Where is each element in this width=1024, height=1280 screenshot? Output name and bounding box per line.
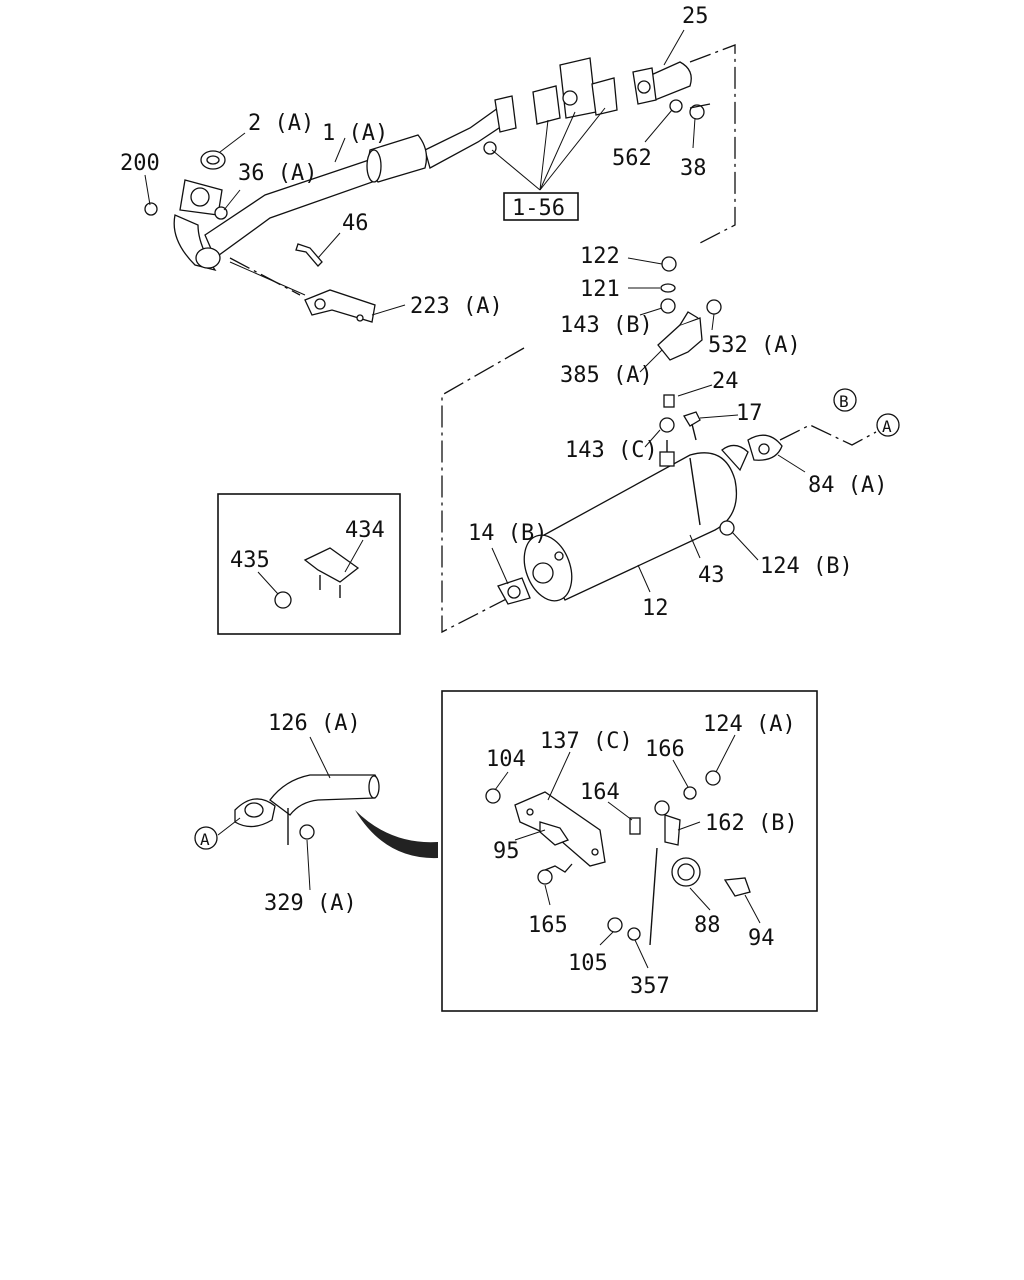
leader-lines-bottom-left: [217, 736, 331, 891]
label-329a: 329 (A): [264, 891, 357, 916]
label-166: 166: [645, 737, 685, 762]
label-17: 17: [736, 401, 763, 426]
leader-lines-muffler: [491, 257, 806, 593]
label-435: 435: [230, 548, 270, 573]
label-105: 105: [568, 951, 608, 976]
label-104: 104: [486, 747, 526, 772]
callout-a-circle-bottom: [194, 826, 218, 850]
label-122: 122: [580, 244, 620, 269]
label-143c: 143 (C): [565, 438, 658, 463]
reference-callouts: [194, 192, 900, 850]
label-callout-b: B: [839, 392, 849, 411]
front-exhaust-pipe: [144, 57, 705, 323]
label-200: 200: [120, 151, 160, 176]
label-46: 46: [342, 211, 369, 236]
label-137c: 137 (C): [540, 729, 633, 754]
label-162b: 162 (B): [705, 811, 798, 836]
label-165: 165: [528, 913, 568, 938]
label-164: 164: [580, 780, 620, 805]
label-126a: 126 (A): [268, 711, 361, 736]
ref-box-1-56: [503, 192, 579, 221]
label-38: 38: [680, 156, 707, 181]
leader-lines-top: [144, 29, 696, 316]
label-84a: 84 (A): [808, 473, 887, 498]
label-121: 121: [580, 277, 620, 302]
label-385a: 385 (A): [560, 363, 653, 388]
label-14b: 14 (B): [468, 521, 547, 546]
label-357: 357: [630, 974, 670, 999]
label-532a: 532 (A): [708, 333, 801, 358]
label-94: 94: [748, 926, 775, 951]
label-143b: 143 (B): [560, 313, 653, 338]
label-callout-a-top: A: [882, 417, 892, 436]
label-434: 434: [345, 518, 385, 543]
label-25: 25: [682, 4, 709, 29]
callout-a-circle-top: [876, 413, 900, 437]
label-2a: 2 (A): [248, 111, 314, 136]
label-24: 24: [712, 369, 739, 394]
part-labels: 25 2 (A) 1 (A) 200 36 (A) 562 38 1-56 46…: [120, 4, 892, 999]
label-95: 95: [493, 839, 520, 864]
center-lines: [229, 44, 877, 634]
inset-box-right: [441, 690, 818, 1012]
label-36a: 36 (A): [238, 161, 317, 186]
label-124b: 124 (B): [760, 554, 853, 579]
label-1a: 1 (A): [322, 121, 388, 146]
label-124a: 124 (A): [703, 712, 796, 737]
label-562: 562: [612, 146, 652, 171]
label-43: 43: [698, 563, 725, 588]
inset-box-left: [217, 493, 401, 635]
label-callout-a-bottom: A: [200, 830, 210, 849]
callout-b-circle: [833, 388, 857, 412]
label-12: 12: [642, 596, 669, 621]
label-88: 88: [694, 913, 721, 938]
tail-pipe: [234, 774, 438, 859]
label-1-56: 1-56: [512, 196, 565, 221]
muffler-assembly: [497, 256, 783, 605]
label-223a: 223 (A): [410, 294, 503, 319]
